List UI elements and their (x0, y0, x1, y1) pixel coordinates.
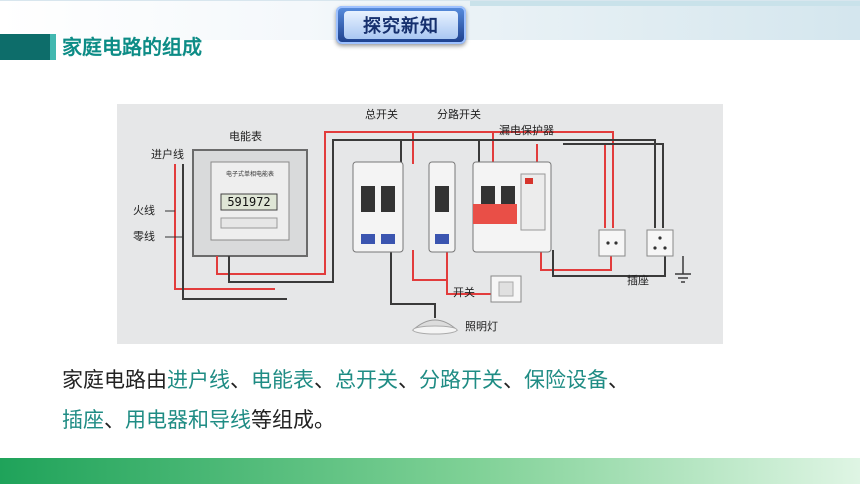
separator: 、 (230, 368, 251, 392)
ceiling-lamp (411, 319, 459, 335)
title-accent-bar (0, 34, 50, 60)
term-service-line: 进户线 (167, 368, 230, 392)
meter-reading: 591972 (227, 195, 270, 209)
term-main-switch: 总开关 (335, 368, 398, 392)
distribution-wires (216, 131, 666, 318)
label-main-switch: 总开关 (365, 107, 398, 121)
body-paragraph: 家庭电路由进户线、电能表、总开关、分路开关、保险设备、插座、用电器和导线等组成。 (62, 360, 832, 440)
service-line-wires (174, 164, 287, 300)
label-branch-switch: 分路开关 (437, 107, 481, 121)
main-switch (352, 161, 404, 253)
bottom-banner-graphic (0, 458, 860, 484)
circuit-diagram-graphic: 电子式单相电能表 591972 (133, 107, 691, 335)
label-neutral-wire: 零线 (133, 229, 155, 243)
title-accent-edge (50, 34, 56, 60)
section-badge-inner: 探究新知 (344, 11, 458, 39)
label-service-line: 进户线 (151, 147, 184, 161)
body-text-1: 家庭电路由 (62, 368, 167, 392)
section-title: 家庭电路的组成 (62, 35, 202, 59)
separator: 、 (104, 408, 125, 432)
section-badge-text: 探究新知 (363, 16, 439, 37)
section-badge: 探究新知 (336, 6, 466, 44)
meter-caption: 电子式单相电能表 (226, 170, 274, 178)
branch-switch (428, 161, 456, 253)
term-socket: 插座 (62, 408, 104, 432)
label-switch: 开关 (453, 285, 475, 299)
circuit-diagram: 电子式单相电能表 591972 (117, 104, 723, 344)
residual-current-device (472, 161, 552, 253)
term-appliances-and-wires: 用电器和导线 (125, 408, 251, 432)
wall-switch (490, 275, 522, 303)
body-text-2: 等组成。 (251, 408, 335, 432)
separator: 、 (503, 368, 524, 392)
label-rcd: 漏电保护器 (499, 123, 554, 137)
energy-meter: 电子式单相电能表 591972 (192, 149, 308, 257)
bottom-banner (0, 458, 860, 484)
label-meter: 电能表 (229, 129, 262, 143)
separator: 、 (608, 368, 629, 392)
label-live-wire: 火线 (133, 203, 155, 217)
label-socket: 插座 (627, 273, 649, 287)
separator: 、 (398, 368, 419, 392)
sockets (598, 229, 691, 283)
term-protection-devices: 保险设备 (524, 368, 608, 392)
term-energy-meter: 电能表 (251, 368, 314, 392)
label-lamp: 照明灯 (465, 320, 498, 333)
separator: 、 (314, 368, 335, 392)
term-branch-switch: 分路开关 (419, 368, 503, 392)
